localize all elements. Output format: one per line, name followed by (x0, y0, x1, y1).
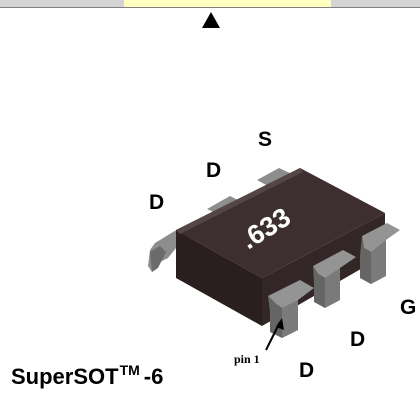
package-name-base: SuperSOT (11, 364, 119, 389)
pin1-label: pin 1 (234, 352, 260, 366)
back-lead-right (257, 168, 292, 187)
package-name-suffix: -6 (143, 364, 164, 389)
toolbar-left-segment (0, 0, 124, 8)
pin-label-g: G (400, 296, 417, 319)
top-toolbar-strip (0, 0, 420, 8)
pin-label-d-bottom-mid: D (350, 328, 366, 351)
front-lead-pin3 (360, 223, 400, 284)
pin-label-d-bottom-left: D (299, 359, 315, 382)
front-lead-pin2 (313, 250, 356, 308)
trademark-mark: TM (119, 362, 140, 378)
toolbar-right-segment (331, 0, 420, 8)
triangle-up-icon[interactable] (202, 12, 220, 28)
pin1-pointer-arrow (265, 318, 284, 351)
toolbar-highlight-segment (124, 0, 331, 8)
package-name: SuperSOTTM-6 (11, 362, 164, 390)
front-lead-pin1 (268, 280, 314, 338)
pin-label-s: S (258, 128, 273, 151)
pin-label-d-top-left: D (149, 191, 165, 214)
pin-label-d-top-mid: D (206, 159, 222, 182)
